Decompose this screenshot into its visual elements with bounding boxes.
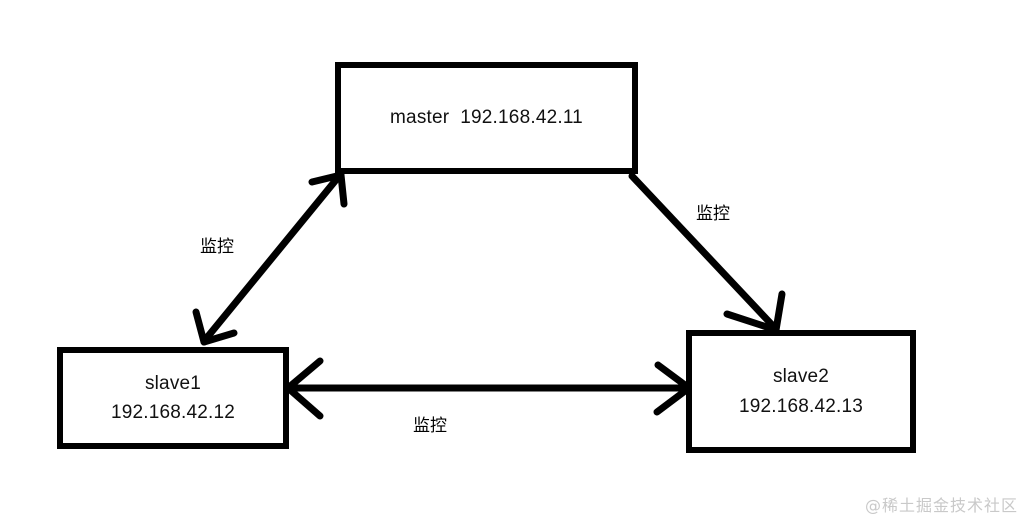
- node-master-label: master 192.168.42.11: [390, 107, 583, 129]
- edge-master-slave1: [192, 171, 348, 346]
- edge-slave1-slave2-head-b1: [654, 361, 693, 392]
- edge-label-master-slave2: 监控: [696, 204, 730, 224]
- edge-master-slave2: [628, 172, 786, 334]
- edge-label-slave1-slave2: 监控: [413, 416, 447, 436]
- edge-master-slave2-line: [628, 172, 779, 332]
- edge-label-master-slave1: 监控: [200, 237, 234, 257]
- node-slave2-ip: 192.168.42.13: [738, 395, 864, 417]
- watermark: @稀土掘金技术社区: [864, 496, 1018, 515]
- edge-slave1-slave2-head-b2: [653, 384, 693, 416]
- node-slave1-ip: 192.168.42.12: [110, 402, 236, 423]
- edge-slave1-slave2-head-a1: [284, 357, 324, 392]
- node-slave1[interactable]: slave1 192.168.42.12: [57, 347, 289, 449]
- edge-master-slave2-head-2: [723, 310, 780, 334]
- edge-master-slave1-head-b1: [192, 308, 208, 346]
- edge-slave1-slave2-head-a2: [284, 384, 324, 420]
- edge-master-slave1-head-a2: [337, 171, 348, 208]
- node-master[interactable]: master 192.168.42.11: [335, 62, 638, 174]
- edge-slave1-slave2: [284, 357, 693, 420]
- edge-master-slave1-head-b2: [200, 329, 238, 346]
- edge-master-slave1-line: [201, 171, 344, 344]
- node-slave2[interactable]: slave2 192.168.42.13: [686, 330, 916, 453]
- node-slave1-name: slave1: [144, 372, 202, 394]
- edge-master-slave2-head-1: [772, 290, 786, 334]
- node-slave2-name: slave2: [772, 366, 830, 388]
- edge-master-slave1-head-a1: [308, 171, 345, 186]
